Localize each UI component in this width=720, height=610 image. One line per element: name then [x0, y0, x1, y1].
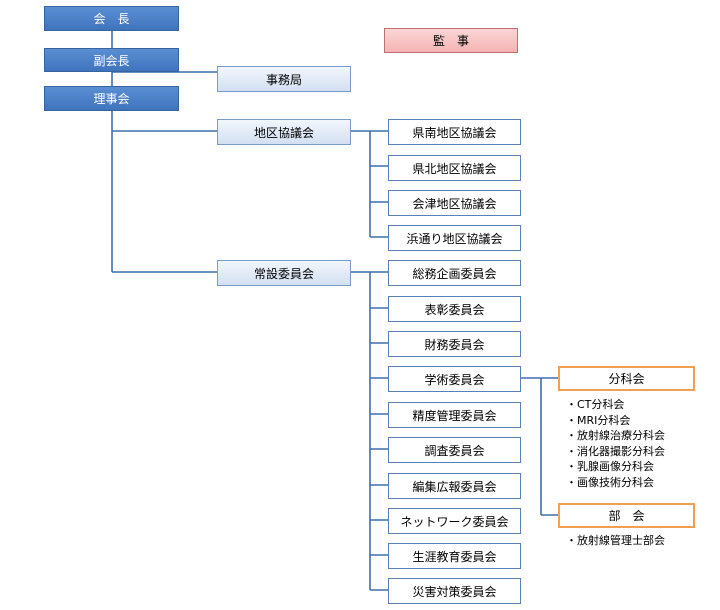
subcommittee-item: ・乳腺画像分科会 [566, 460, 654, 474]
committee-item: 調査委員会 [388, 437, 521, 463]
committee-item-label: 調査委員会 [424, 443, 485, 458]
standing-committee-box: 常設委員会 [217, 260, 351, 286]
board-box: 理事会 [44, 86, 179, 111]
subcommittee-item: ・画像技術分科会 [566, 475, 654, 489]
committee-item: 財務委員会 [388, 331, 521, 357]
committee-item: 編集広報委員会 [388, 473, 521, 499]
section-label: 部 会 [608, 509, 645, 523]
committee-item: 総務企画委員会 [388, 260, 521, 286]
board-label: 理事会 [93, 92, 130, 106]
regional-item-label: 会津地区協議会 [412, 196, 497, 211]
section-item: ・放射線管理士部会 [566, 534, 665, 547]
regional-item: 県南地区協議会 [388, 119, 521, 145]
vice-president-label: 副会長 [93, 53, 130, 68]
committee-item-label: 財務委員会 [424, 337, 485, 352]
subcommittee-box: 分科会 [558, 366, 695, 391]
committee-item-label: 生涯教育委員会 [412, 549, 497, 564]
committee-item: 精度管理委員会 [388, 402, 521, 428]
president-box: 会 長 [44, 6, 179, 31]
committee-item: 学術委員会 [388, 366, 521, 392]
subcommittee-item: ・放射線治療分科会 [566, 429, 665, 443]
subcommittee-list: ・CT分科会 ・MRI分科会 ・放射線治療分科会 ・消化器撮影分科会 ・乳腺画像… [566, 397, 665, 491]
committee-item: ネットワーク委員会 [388, 508, 521, 534]
regional-item-label: 県北地区協議会 [412, 161, 497, 176]
vice-president-box: 副会長 [44, 48, 179, 72]
secretariat-box: 事務局 [217, 66, 351, 92]
regional-council-label: 地区協議会 [253, 125, 314, 140]
auditor-label: 監 事 [432, 34, 469, 48]
committee-item-label: 学術委員会 [424, 372, 485, 387]
auditor-box: 監 事 [384, 28, 518, 53]
president-label: 会 長 [93, 12, 130, 26]
committee-item: 表彰委員会 [388, 296, 521, 322]
committee-item-label: ネットワーク委員会 [400, 514, 509, 529]
subcommittee-item: ・消化器撮影分科会 [566, 444, 665, 458]
committee-item-label: 編集広報委員会 [412, 479, 497, 494]
section-box: 部 会 [558, 503, 695, 528]
regional-item-label: 県南地区協議会 [412, 125, 497, 140]
secretariat-label: 事務局 [265, 72, 302, 87]
section-list: ・放射線管理士部会 [566, 533, 665, 549]
standing-committee-label: 常設委員会 [253, 266, 314, 281]
committee-item-label: 災害対策委員会 [412, 584, 497, 599]
regional-item: 浜通り地区協議会 [388, 225, 521, 251]
regional-item: 会津地区協議会 [388, 190, 521, 216]
subcommittee-label: 分科会 [608, 372, 645, 386]
regional-item: 県北地区協議会 [388, 155, 521, 181]
committee-item-label: 精度管理委員会 [412, 408, 497, 423]
committee-item-label: 総務企画委員会 [412, 266, 497, 281]
subcommittee-item: ・MRI分科会 [566, 413, 631, 427]
regional-council-box: 地区協議会 [217, 119, 351, 145]
subcommittee-item: ・CT分科会 [566, 398, 625, 411]
committee-item-label: 表彰委員会 [424, 302, 485, 317]
regional-item-label: 浜通り地区協議会 [406, 231, 503, 246]
committee-item: 災害対策委員会 [388, 578, 521, 604]
committee-item: 生涯教育委員会 [388, 543, 521, 569]
